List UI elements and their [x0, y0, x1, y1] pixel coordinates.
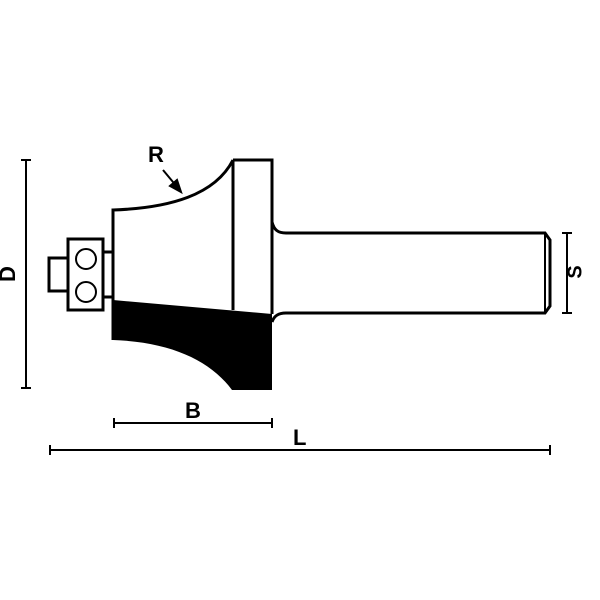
label-s: S — [564, 265, 587, 279]
shank — [270, 221, 552, 323]
bearing-housing — [66, 237, 105, 312]
bearing-ball-top — [75, 248, 97, 270]
cutter-profile-fill — [113, 300, 272, 390]
cutter-body — [111, 159, 235, 340]
flange — [231, 158, 274, 314]
label-l: L — [293, 425, 307, 450]
bearing-pin — [47, 256, 70, 293]
label-b: B — [185, 398, 201, 423]
label-d: D — [0, 266, 20, 282]
bearing-ball-bottom — [75, 281, 97, 303]
label-r: R — [148, 142, 164, 167]
